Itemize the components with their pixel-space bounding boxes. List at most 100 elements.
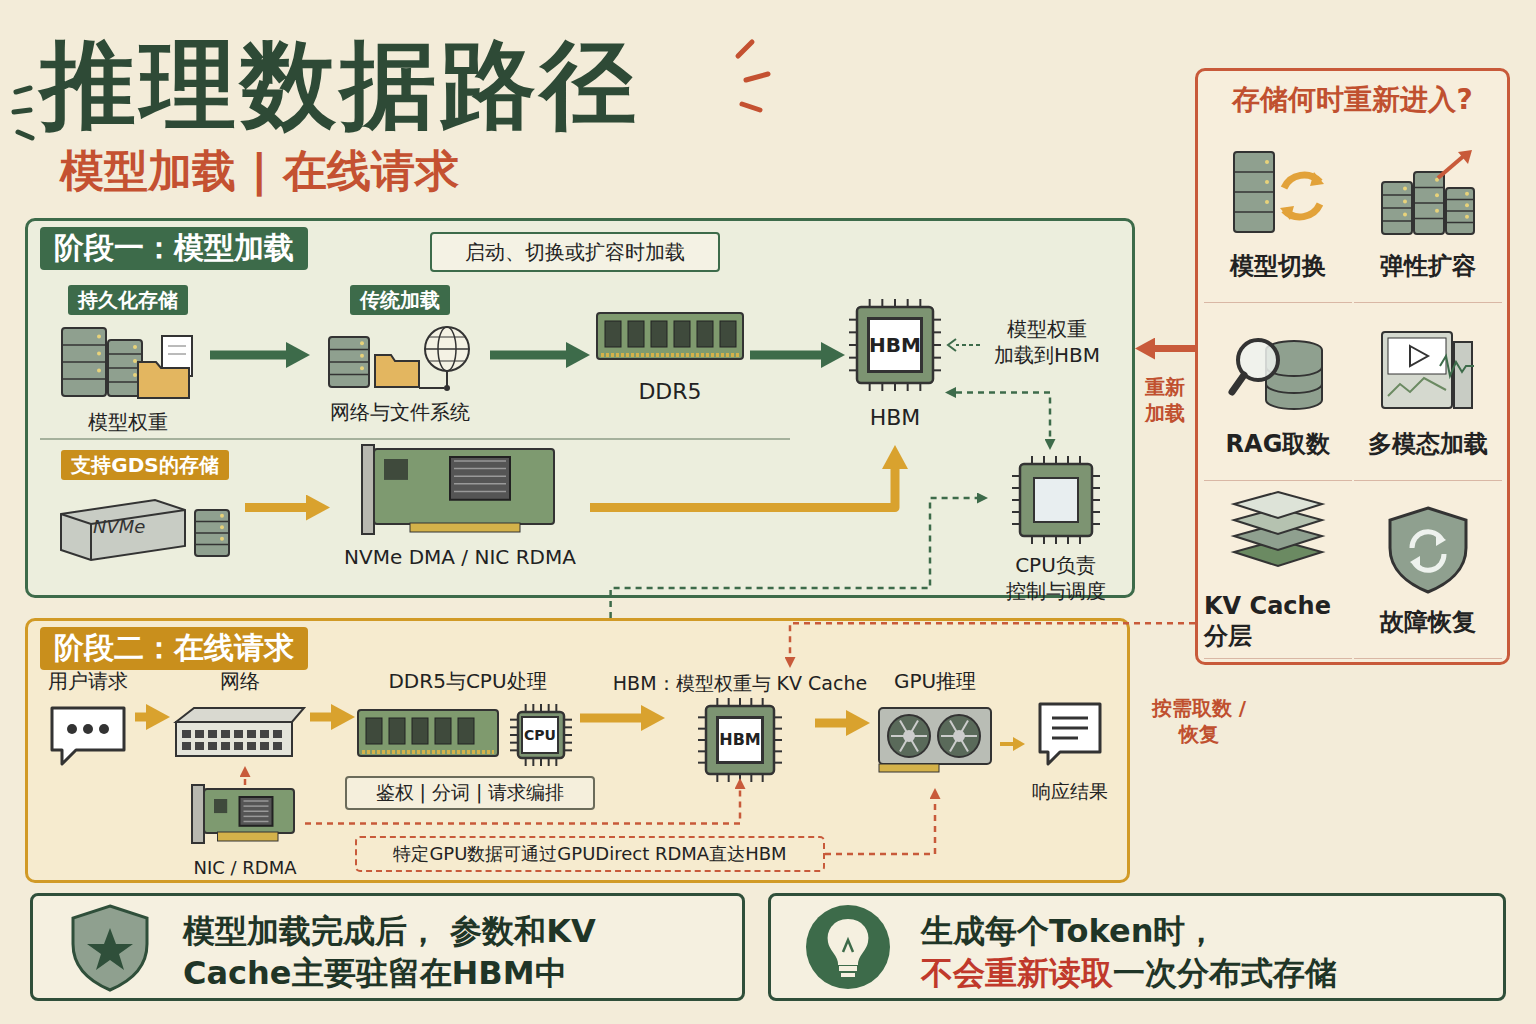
connector <box>245 503 306 512</box>
component-box: GPU推理 <box>870 668 1000 788</box>
connector <box>611 498 977 618</box>
component-box: 特定GPU数据可通过GPUDirect RDMA直达HBM <box>355 836 825 872</box>
node-sublabel: CPU <box>521 716 559 754</box>
node-sublabel: NVMe <box>93 514 145 540</box>
node-label: 多模态加载 <box>1368 428 1488 460</box>
component-box: HBM HBM <box>845 295 945 445</box>
icon <box>65 902 155 992</box>
icon-holder <box>360 445 560 540</box>
icon-holder <box>1228 148 1328 238</box>
component-box: 支持GDS的存储NVMe <box>45 450 245 565</box>
node-label: 网络 <box>220 668 260 694</box>
connector <box>790 623 1195 657</box>
node-label: 模型切换 <box>1230 250 1326 282</box>
node-label: KV Cache分层 <box>1204 592 1352 652</box>
node-label: GPU推理 <box>894 668 976 694</box>
icon-holder <box>1228 490 1328 580</box>
component-box: NIC / RDMA <box>185 785 305 881</box>
icon-holder <box>325 321 475 393</box>
icon <box>1001 450 1111 546</box>
icon <box>172 702 308 760</box>
component-box: 启动、切换或扩容时加载 <box>430 232 720 272</box>
node-label: HBM <box>867 317 923 373</box>
node-label: 特定GPU数据可通过GPUDirect RDMA直达HBM <box>393 842 786 866</box>
stage-panel: 阶段二：在线请求用户请求 网络 DDR5与CPU处理 CPU 鉴权 | 分词 | 请求编… <box>25 618 1130 883</box>
node-label: RAG取数 <box>1226 428 1331 460</box>
stage-panel: 阶段一：模型加载启动、切换或扩容时加载持久化存储模型权重传统加载网络与文件系统D… <box>25 218 1135 598</box>
connector <box>580 714 641 723</box>
node-label: 持久化存储 <box>68 285 188 315</box>
icon-holder <box>190 785 300 849</box>
connector <box>210 351 286 360</box>
connector <box>1155 345 1195 352</box>
icon-holder <box>172 702 308 760</box>
icon <box>875 702 995 776</box>
component-box: 持久化存储模型权重 <box>45 285 210 435</box>
side-panel: 存储何时重新进入?模型切换弹性扩容RAG取数多模态加载KV Cache分层故障恢… <box>1195 68 1510 665</box>
edge-label: 按需取数 / 恢复 <box>1140 695 1258 747</box>
scenario-cell: RAG取数 <box>1204 305 1352 481</box>
connector <box>825 799 935 854</box>
node-label: 故障恢复 <box>1380 606 1476 638</box>
icon <box>1228 326 1328 416</box>
node-label: 弹性扩容 <box>1380 250 1476 282</box>
icon-holder <box>1228 326 1328 416</box>
node-label: HBM：模型权重与 KV Cache <box>590 670 890 696</box>
node-label: 鉴权 | 分词 | 请求编排 <box>376 780 565 806</box>
icon-holder <box>875 702 995 776</box>
connector <box>815 719 846 728</box>
node-label: 响应结果 <box>1032 778 1108 804</box>
component-box: 鉴权 | 分词 | 请求编排 <box>345 776 595 810</box>
component-box: HBM：模型权重与 KV CacheHBM <box>665 668 815 778</box>
icon <box>1034 700 1106 770</box>
node-label: 阶段一：模型加载 <box>40 227 308 270</box>
scenario-cell: 多模态加载 <box>1354 305 1502 481</box>
icon <box>595 305 745 365</box>
scenario-cell: 模型切换 <box>1204 127 1352 303</box>
icon-holder <box>46 702 130 768</box>
subtitle: 模型加载 | 在线请求 <box>60 142 459 201</box>
node-label: 生成每个Token时， <box>921 910 1483 952</box>
component-box: NVMe DMA / NIC RDMA <box>330 445 590 570</box>
icon <box>325 321 475 393</box>
scenario-cell: KV Cache分层 <box>1204 483 1352 659</box>
connector <box>956 393 1050 440</box>
icon-holder <box>1034 700 1106 770</box>
icon-holder <box>1378 148 1478 238</box>
icon <box>1378 326 1478 416</box>
node-sublabel: 网络与文件系统 <box>330 399 470 425</box>
icon-holder <box>1378 504 1478 594</box>
icon <box>360 445 560 540</box>
node-sublabel: 一次分布式存储 <box>1113 954 1337 992</box>
node-label: NIC / RDMA <box>193 855 296 881</box>
node-label: DDR5 <box>638 379 701 405</box>
icon <box>1228 148 1328 238</box>
scenario-cell: 弹性扩容 <box>1354 127 1502 303</box>
icon-holder <box>1001 450 1111 546</box>
component-box: DDR5与CPU处理 CPU <box>355 668 580 768</box>
connector <box>750 351 821 360</box>
icon <box>1378 504 1478 594</box>
icon-holder <box>595 305 745 365</box>
node-label: 启动、切换或扩容时加载 <box>465 239 685 266</box>
icon <box>46 702 130 768</box>
connector <box>490 351 566 360</box>
node-sublabel: 模型权重 <box>88 409 168 435</box>
icon-holder <box>65 902 155 992</box>
connector <box>310 713 331 722</box>
component-box: 响应结果 <box>1025 700 1115 825</box>
connector <box>1000 742 1013 746</box>
icon-holder <box>58 322 198 402</box>
icon <box>803 902 893 992</box>
connector <box>244 777 247 785</box>
node-label: DDR5与CPU处理 <box>388 668 546 694</box>
icon-holder <box>1378 326 1478 416</box>
node-sublabel: 不会重新读取 <box>921 954 1113 992</box>
node-label: 模型加载完成后， 参数和KV Cache主要驻留在HBM中 <box>183 910 723 994</box>
node-sublabel: HBM <box>870 405 921 431</box>
node-label: 阶段二：在线请求 <box>40 627 308 670</box>
component-box: 用户请求 <box>40 668 135 778</box>
icon <box>1378 148 1478 238</box>
summary-box: 生成每个Token时，不会重新读取一次分布式存储 <box>768 893 1506 1001</box>
node-label: 用户请求 <box>48 668 128 694</box>
